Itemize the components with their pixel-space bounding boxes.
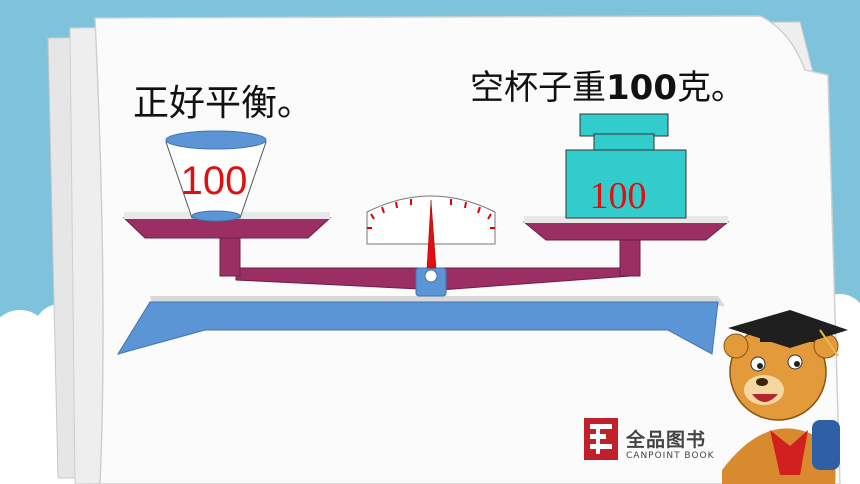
- dial-needle: [426, 199, 437, 269]
- canpoint-logo-mark: [584, 418, 618, 460]
- caption-cup-weight: 空杯子重100克。: [470, 60, 745, 109]
- scale-base: [116, 296, 725, 355]
- caption-cup-weight-suffix: 克。: [676, 68, 745, 108]
- logo-name-cn: 全品图书: [626, 429, 707, 451]
- weight-block: [565, 113, 687, 219]
- weight-label: 100: [590, 175, 647, 217]
- scale-pivot: [415, 267, 447, 297]
- logo-name-en: CANPOINT BOOK: [626, 451, 715, 461]
- cup-label: 100: [181, 159, 248, 203]
- caption-balanced: 正好平衡。: [133, 83, 314, 124]
- balance-dial: [366, 195, 496, 269]
- cup: [165, 130, 267, 222]
- bear-mascot: [722, 310, 848, 484]
- caption-cup-weight-number: 100: [606, 68, 677, 108]
- right-pan: [522, 216, 730, 277]
- caption-cup-weight-prefix: 空杯子重: [470, 68, 606, 108]
